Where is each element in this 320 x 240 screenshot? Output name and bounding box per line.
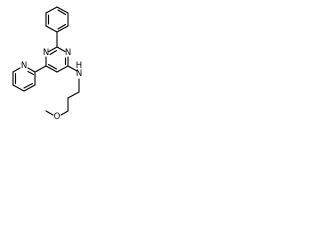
phenyl-ring bbox=[45, 6, 69, 33]
amine-n-label: N bbox=[76, 69, 82, 79]
atom-labels: N N N H N O bbox=[21, 48, 82, 122]
pyrimidine-n3-label: N bbox=[65, 48, 71, 58]
pyrimidine-amine-bond bbox=[67, 65, 78, 72]
ether-o-label: O bbox=[54, 112, 61, 122]
pyrimidine-pyridine-bond bbox=[34, 65, 47, 73]
pyrimidine-n1-label: N bbox=[43, 48, 49, 58]
pyridine-ring bbox=[12, 67, 36, 92]
pyrimidine-ring bbox=[45, 46, 69, 73]
pyridine-n-label: N bbox=[21, 61, 27, 71]
chemical-structure: N N N H N O bbox=[12, 6, 82, 122]
methoxyethyl-chain bbox=[45, 78, 80, 116]
amine-h-label: H bbox=[76, 61, 82, 71]
